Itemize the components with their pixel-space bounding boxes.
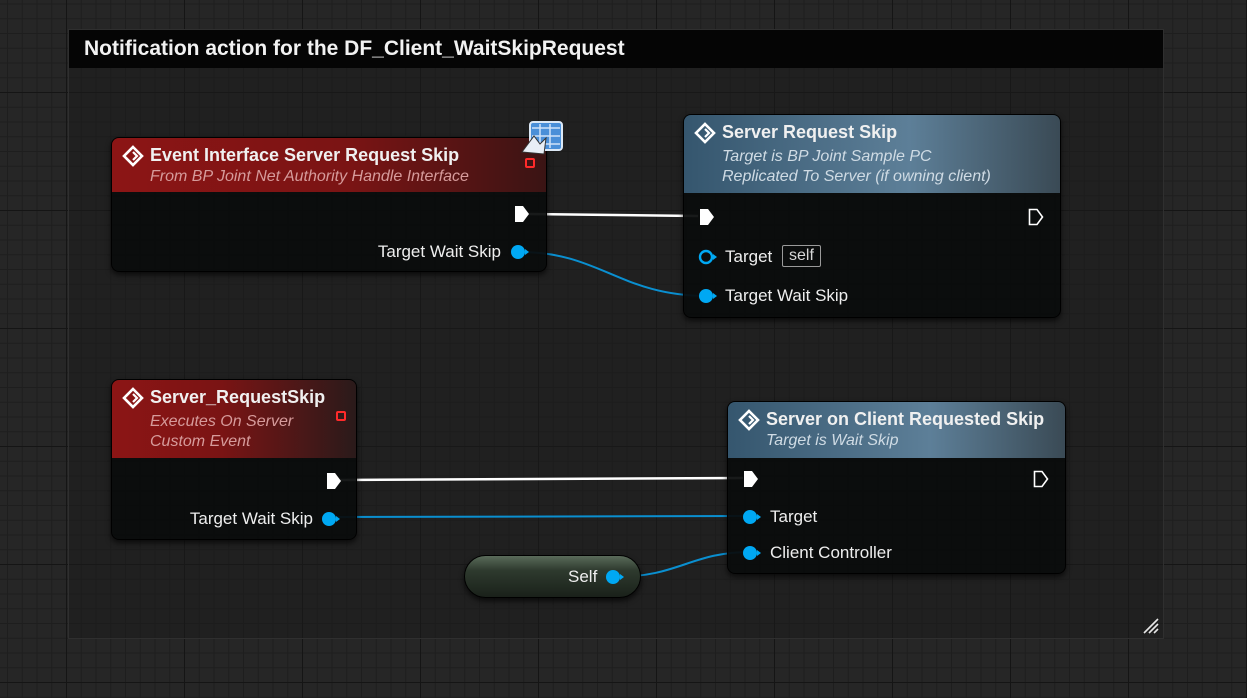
pin-label-client-controller: Client Controller	[770, 543, 892, 562]
object-out-pin-icon[interactable]	[510, 244, 530, 260]
self-reference-node[interactable]: Self	[464, 555, 641, 598]
server-on-client-requested-skip-node[interactable]: Server on Client Requested Skip Target i…	[727, 401, 1066, 574]
node-title: Server on Client Requested Skip	[766, 409, 1045, 429]
pin-label-target-wait-skip: Target Wait Skip	[725, 286, 849, 305]
pin-label: Target Wait Skip	[189, 509, 313, 528]
exec-out-pin-icon[interactable]	[514, 205, 530, 223]
node-title: Event Interface Server Request Skip	[150, 145, 460, 165]
client-controller-pin-icon[interactable]	[742, 545, 762, 561]
event-diamond-icon	[122, 387, 144, 409]
target-default-self[interactable]: self	[782, 245, 821, 267]
target-object-pin-icon[interactable]	[698, 249, 718, 265]
pin-label: Target Wait Skip	[377, 242, 501, 261]
comment-title[interactable]: Notification action for the DF_Client_Wa…	[69, 30, 1163, 68]
delegate-pin-icon[interactable]	[525, 158, 535, 168]
interface-message-icon	[521, 121, 563, 155]
pin-label-target: Target	[770, 507, 818, 526]
exec-in-pin-icon[interactable]	[699, 208, 715, 226]
node-title: Server_RequestSkip	[150, 387, 326, 407]
node-subtitle-target: Target is BP Joint Sample PC	[722, 148, 932, 165]
function-diamond-icon	[694, 122, 716, 144]
node-subtitle-executes: Executes On Server	[150, 413, 294, 430]
self-label: Self	[568, 567, 598, 586]
self-object-pin-icon[interactable]	[605, 569, 625, 585]
server-requestskip-event-node[interactable]: Server_RequestSkip Executes On Server Cu…	[111, 379, 357, 540]
event-diamond-icon	[122, 145, 144, 167]
server-request-skip-node[interactable]: Server Request Skip Target is BP Joint S…	[683, 114, 1061, 318]
node-subtitle-replication: Replicated To Server (if owning client)	[722, 168, 991, 185]
exec-in-pin-icon[interactable]	[743, 470, 759, 488]
exec-out-pin-icon[interactable]	[326, 472, 342, 490]
pin-label-target: Target	[725, 247, 773, 266]
event-interface-server-request-skip-node[interactable]: Event Interface Server Request Skip From…	[111, 137, 547, 272]
object-in-pin-icon[interactable]	[698, 288, 718, 304]
node-subtitle: From BP Joint Net Authority Handle Inter…	[150, 168, 469, 185]
object-out-pin-icon[interactable]	[321, 511, 341, 527]
delegate-pin-icon[interactable]	[336, 411, 346, 421]
exec-out-pin-icon[interactable]	[1033, 470, 1049, 488]
target-object-pin-icon[interactable]	[742, 509, 762, 525]
node-title: Server Request Skip	[722, 122, 898, 142]
function-diamond-icon	[738, 409, 760, 431]
exec-out-pin-icon[interactable]	[1028, 208, 1044, 226]
node-subtitle: Target is Wait Skip	[766, 432, 899, 449]
resize-handle-icon[interactable]	[1141, 616, 1159, 634]
node-subtitle-custom-event: Custom Event	[150, 433, 251, 450]
